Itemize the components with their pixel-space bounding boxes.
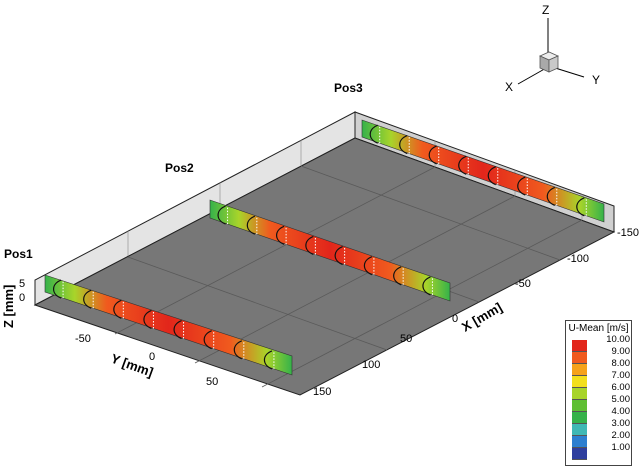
legend-swatch [572, 376, 587, 388]
profile-curve [305, 235, 314, 255]
triad-y-label: Y [592, 73, 600, 87]
legend-level: 4.00 [611, 406, 631, 417]
z-axis-title: Z [mm] [1, 285, 16, 328]
profile-curve [113, 299, 122, 319]
orientation-triad: Z X Y [505, 3, 600, 94]
profile-curve [83, 289, 92, 309]
profile-curve [487, 166, 497, 186]
profile-curve [233, 340, 243, 360]
y-tick-50: 50 [206, 376, 218, 388]
profile-curve [203, 330, 212, 350]
profile-curve [517, 176, 526, 196]
profile-curve [246, 215, 256, 235]
triad-x-label: X [505, 80, 513, 94]
profile-curve [52, 279, 62, 299]
x-tick-50: 50 [400, 333, 412, 345]
x-tick-0: 0 [452, 313, 458, 325]
legend-swatch [572, 412, 587, 424]
legend-level: 7.00 [611, 370, 631, 381]
plane-pos1 [44, 274, 293, 376]
pos3-label: Pos3 [334, 81, 363, 95]
profile-curve [263, 350, 273, 370]
legend-level: 3.00 [611, 418, 631, 429]
x-tick-neg50: -50 [515, 278, 531, 290]
profile-curve [217, 205, 226, 225]
y-tick-0: 0 [149, 351, 155, 363]
pos2-label: Pos2 [165, 161, 194, 175]
z-tick-0: 0 [19, 292, 25, 304]
legend-level: 6.00 [611, 382, 631, 393]
legend-swatch [572, 340, 587, 352]
profile-curve [173, 320, 182, 340]
legend-title: U-Mean [m/s] [568, 323, 629, 334]
legend-level: 5.00 [611, 394, 631, 405]
profile-curve [334, 246, 343, 266]
profile-curve [576, 197, 585, 217]
profile-curve [428, 145, 437, 165]
legend-swatch [572, 436, 587, 448]
legend-level: 1.00 [611, 442, 631, 453]
profile-curve [369, 124, 378, 144]
x-tick-150: 150 [313, 386, 331, 398]
legend-swatch [572, 388, 587, 400]
legend-level: 9.00 [611, 346, 631, 357]
x-tick-neg150: -150 [617, 227, 639, 239]
profile-curve [276, 225, 285, 245]
z-tick-5: 5 [19, 278, 25, 290]
profile-curve [422, 276, 431, 296]
x-tick-100: 100 [362, 359, 380, 371]
legend-swatches [572, 340, 587, 460]
legend-swatch [572, 448, 587, 460]
profile-curve [546, 186, 556, 206]
legend-swatch [572, 400, 587, 412]
plane-pos3 [361, 119, 605, 223]
legend-level: 2.00 [611, 430, 631, 441]
legend-swatch [572, 424, 587, 436]
profile-curve [458, 155, 467, 175]
pos1-label: Pos1 [4, 247, 33, 261]
y-tick-neg50: -50 [75, 333, 91, 345]
legend-level: 8.00 [611, 358, 631, 369]
velocity-profiles [52, 124, 587, 370]
profile-curve [399, 135, 408, 155]
legend-level: 10.00 [606, 334, 630, 345]
triad-z-label: Z [542, 3, 549, 17]
x-tick-neg100: -100 [567, 253, 589, 265]
profile-curve [363, 256, 373, 276]
profile-curve [393, 266, 402, 286]
plane-pos2 [209, 199, 451, 302]
profile-curve [143, 309, 152, 329]
legend-swatch [572, 352, 587, 364]
legend-swatch [572, 364, 587, 376]
